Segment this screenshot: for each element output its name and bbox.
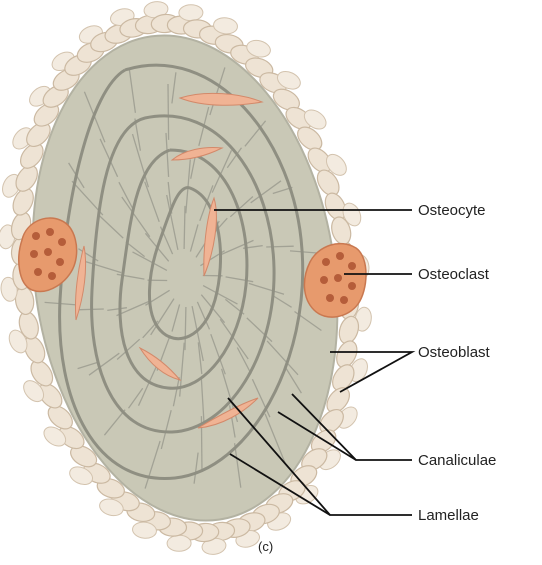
nucleus [32,232,40,240]
nucleus [58,238,66,246]
osteocyte-label: Osteocyte [418,202,486,219]
nucleus [320,276,328,284]
nucleus [322,258,330,266]
periosteum-cell [179,5,203,21]
nucleus [56,258,64,266]
figure-caption: (c) [258,539,273,554]
canaliculus [184,206,185,249]
periosteum-cell [167,535,191,551]
nucleus [34,268,42,276]
nucleus [336,252,344,260]
lamellae-label: Lamellae [418,507,479,524]
nucleus [326,294,334,302]
nucleus [48,272,56,280]
nucleus [348,282,356,290]
canaliculae-label: Canaliculae [418,452,496,469]
nucleus [348,262,356,270]
canaliculus [168,84,169,140]
nucleus [334,274,342,282]
osteoclast-label: Osteoclast [418,266,490,283]
canaliculus [185,307,186,350]
osteoblast-label: Osteoblast [418,344,491,361]
nucleus [46,228,54,236]
nucleus [340,296,348,304]
canaliculus [266,246,294,247]
nucleus [30,250,38,258]
nucleus [44,248,52,256]
